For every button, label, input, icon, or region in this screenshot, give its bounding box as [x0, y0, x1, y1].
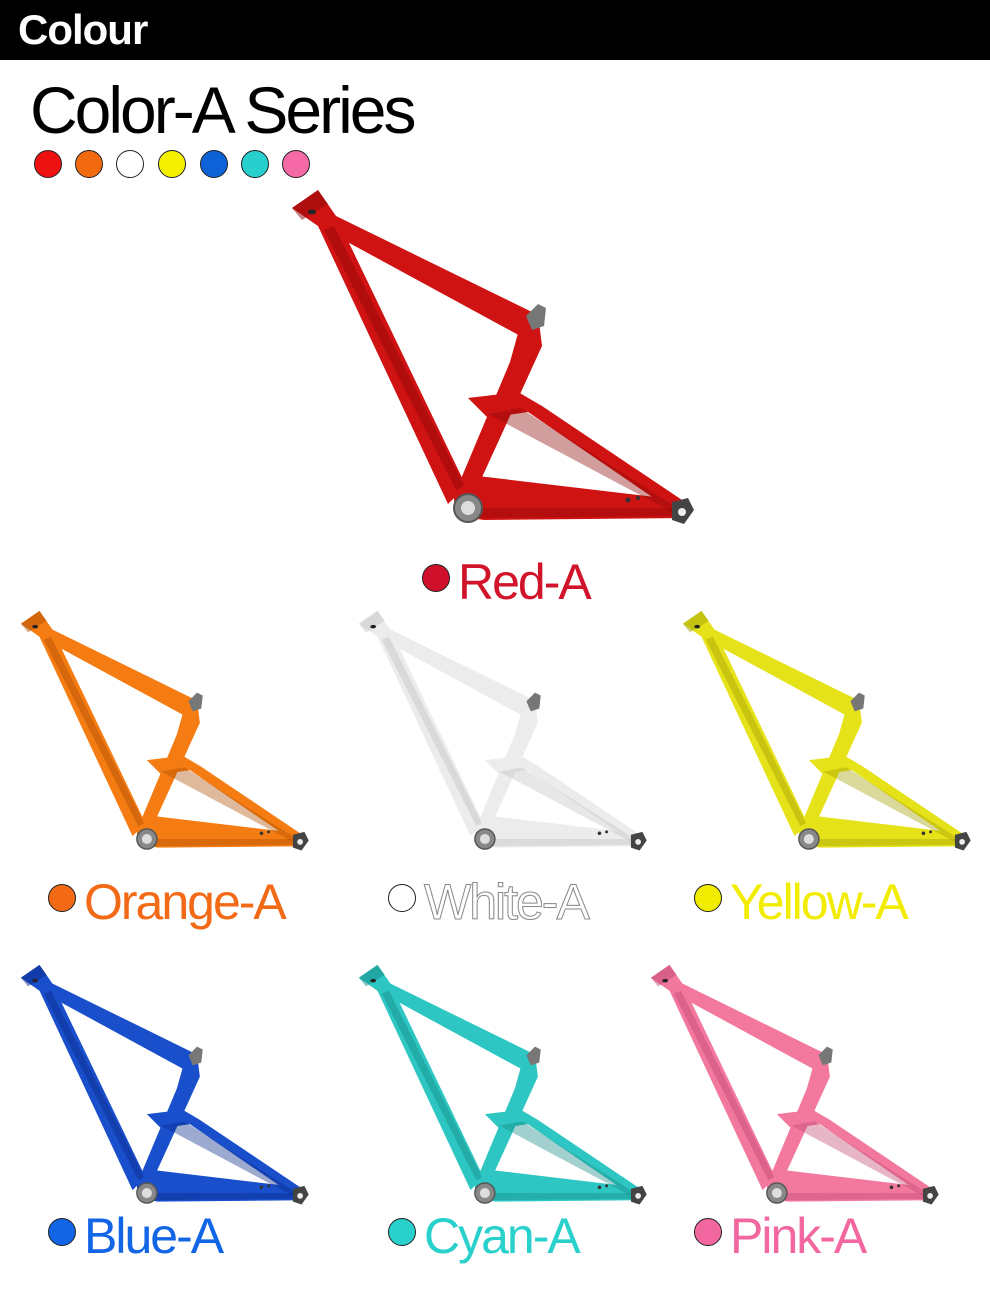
- swatch-pink[interactable]: [282, 150, 310, 178]
- dot-cyan: [388, 1217, 416, 1246]
- label-blue: Blue-A: [48, 1202, 224, 1264]
- dot-blue: [48, 1217, 76, 1246]
- label-yellow: Yellow-A: [694, 868, 909, 930]
- dot-orange: [48, 883, 76, 912]
- label-pink: Pink-A: [694, 1202, 867, 1264]
- label-orange-text: Orange-A: [84, 873, 287, 930]
- label-orange: Orange-A: [48, 868, 287, 930]
- label-red: Red-A: [422, 548, 592, 610]
- swatch-orange[interactable]: [75, 150, 103, 178]
- label-yellow-text: Yellow-A: [730, 873, 909, 930]
- swatch-blue[interactable]: [200, 150, 228, 178]
- frame-image-red: [288, 186, 700, 540]
- frame-image-white: [356, 608, 651, 862]
- series-title: Color-A Series: [30, 73, 416, 147]
- frame-image-yellow: [680, 608, 975, 862]
- swatch-red[interactable]: [34, 150, 62, 178]
- label-white-text: White-A: [424, 873, 591, 930]
- header-bar: Colour: [0, 0, 990, 60]
- label-red-text: Red-A: [458, 553, 592, 610]
- swatch-yellow[interactable]: [158, 150, 186, 178]
- frame-image-cyan: [356, 962, 651, 1216]
- label-cyan: Cyan-A: [388, 1202, 581, 1264]
- frame-image-blue: [18, 962, 313, 1216]
- dot-yellow: [694, 883, 722, 912]
- frame-image-pink: [648, 962, 943, 1216]
- label-white: White-A: [388, 868, 591, 930]
- label-cyan-text: Cyan-A: [424, 1207, 581, 1264]
- header-title: Colour: [18, 6, 148, 53]
- swatch-cyan[interactable]: [241, 150, 269, 178]
- frame-image-orange: [18, 608, 313, 862]
- label-pink-text: Pink-A: [730, 1207, 867, 1264]
- dot-red: [422, 563, 450, 592]
- dot-pink: [694, 1217, 722, 1246]
- swatch-white[interactable]: [116, 150, 144, 178]
- label-blue-text: Blue-A: [84, 1207, 224, 1264]
- dot-white: [388, 883, 416, 912]
